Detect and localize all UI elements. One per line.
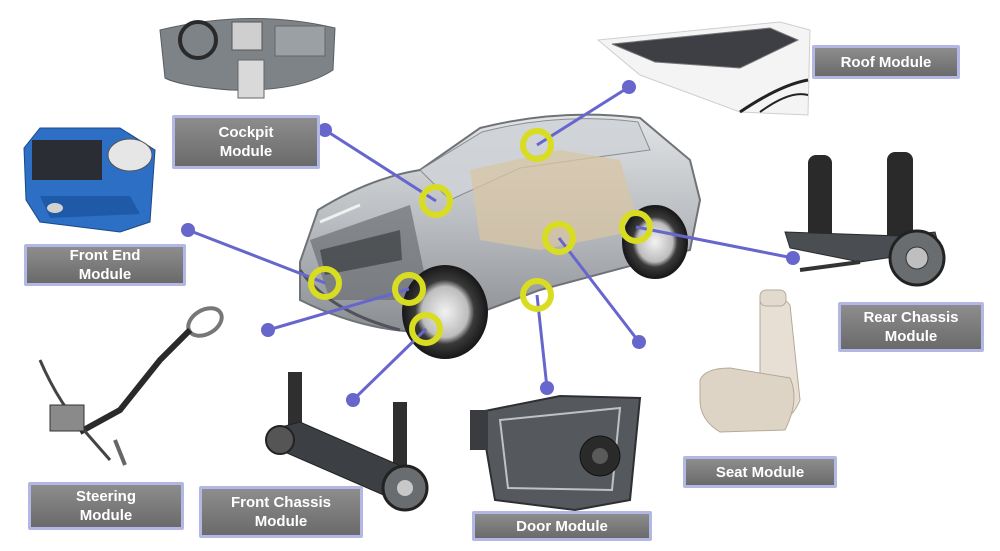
ring-steering bbox=[392, 272, 426, 306]
cockpit-module-label: Cockpit Module bbox=[172, 115, 320, 169]
dot-cockpit bbox=[318, 123, 332, 137]
dot-front-chassis bbox=[346, 393, 360, 407]
dot-roof bbox=[622, 80, 636, 94]
ring-roof bbox=[520, 128, 554, 162]
rear-chassis-module-image bbox=[784, 152, 946, 287]
steering-module-label: Steering Module bbox=[28, 482, 184, 530]
front-end-module-image bbox=[23, 127, 156, 233]
dot-steering bbox=[261, 323, 275, 337]
door-module-label: Door Module bbox=[472, 511, 652, 541]
front-end-module-label: Front End Module bbox=[24, 244, 186, 286]
dot-door bbox=[540, 381, 554, 395]
dot-front-end bbox=[181, 223, 195, 237]
ring-door bbox=[520, 278, 554, 312]
seat-module-label: Seat Module bbox=[683, 456, 837, 488]
highlight-rings bbox=[308, 128, 653, 346]
rear-chassis-module-label: Rear Chassis Module bbox=[838, 302, 984, 352]
front-chassis-module-label: Front Chassis Module bbox=[199, 486, 363, 538]
connector-roof bbox=[536, 85, 630, 147]
ring-rear-chassis bbox=[619, 210, 653, 244]
ring-front-chassis bbox=[409, 312, 443, 346]
roof-module-label: Roof Module bbox=[812, 45, 960, 79]
connector-dots bbox=[181, 80, 800, 407]
connector-seat bbox=[557, 237, 641, 343]
ring-cockpit bbox=[419, 184, 453, 218]
steering-module-image bbox=[38, 306, 224, 466]
ring-front-end bbox=[308, 266, 342, 300]
front-chassis-module-image bbox=[265, 372, 429, 512]
connector-front-end bbox=[187, 228, 326, 285]
roof-module-image bbox=[596, 21, 811, 116]
connector-steering bbox=[267, 287, 410, 332]
door-module-image bbox=[470, 394, 642, 512]
dot-seat bbox=[632, 335, 646, 349]
dot-rear-chassis bbox=[786, 251, 800, 265]
connector-rear-chassis bbox=[635, 225, 794, 260]
seat-module-image bbox=[699, 289, 801, 433]
ring-seat bbox=[542, 221, 576, 255]
cockpit-module-image bbox=[159, 18, 336, 99]
connector-cockpit bbox=[324, 128, 437, 203]
